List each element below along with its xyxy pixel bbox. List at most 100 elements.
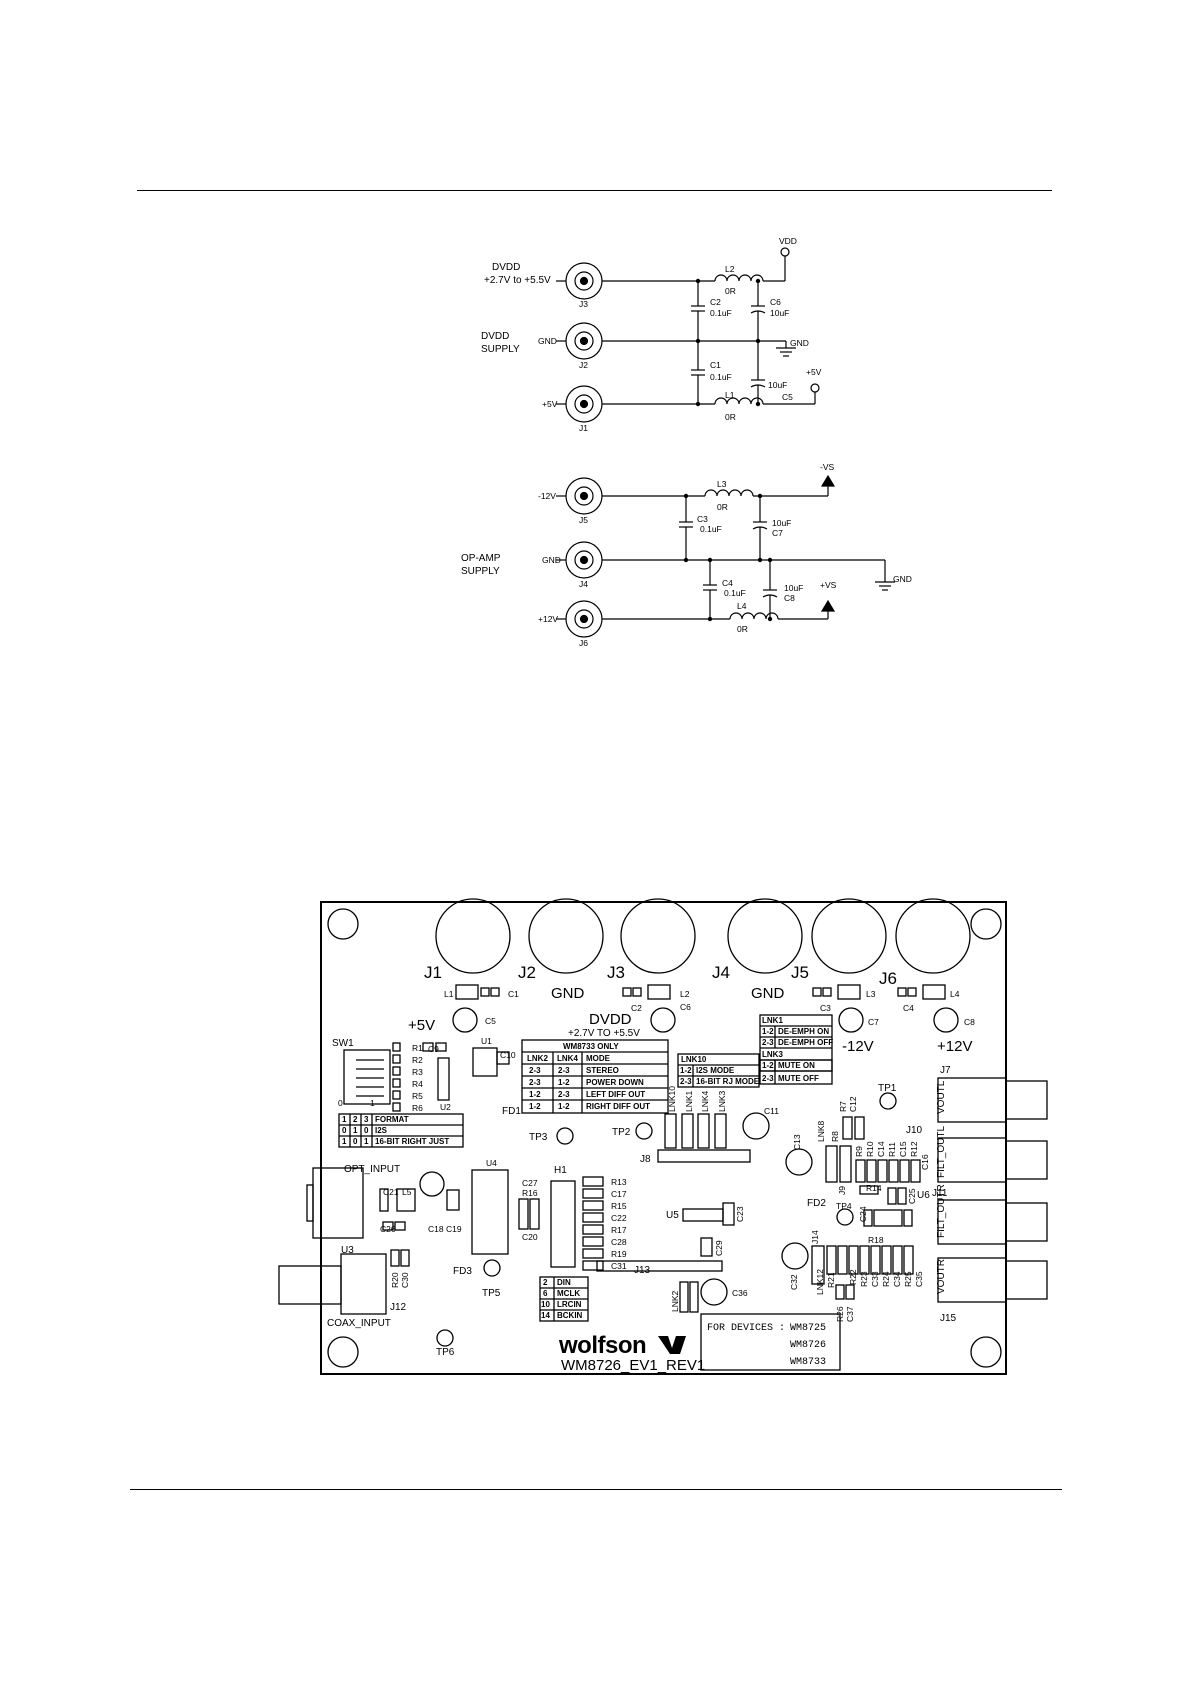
part-r12: R12	[909, 1141, 919, 1157]
j1-label: J1	[579, 423, 588, 433]
part-c4: C4	[903, 1003, 914, 1013]
part-lnk3: LNK3	[717, 1090, 727, 1112]
part-tp3: TP3	[529, 1132, 548, 1143]
c4-value: 0.1uF	[724, 588, 746, 598]
footer-rule	[130, 1489, 1062, 1490]
part-c17: C17	[611, 1189, 627, 1199]
jack-j2-label: J2	[518, 963, 536, 982]
lnk3-r1-link: 2-3	[762, 1074, 774, 1083]
part-r19: R19	[611, 1249, 627, 1259]
jack-j1-outline	[435, 898, 511, 974]
opamp-word2: SUPPLY	[461, 566, 500, 577]
plus12-board-label: +12V	[937, 1038, 972, 1055]
part-r8: R8	[830, 1131, 840, 1142]
part-c22: C22	[611, 1213, 627, 1223]
part-u4: U4	[486, 1158, 497, 1168]
part-c20: C20	[522, 1232, 538, 1242]
part-c10: C10	[500, 1050, 516, 1060]
part-sw1: SW1	[332, 1038, 354, 1049]
plus5-in-label: +5V	[542, 399, 558, 409]
part-u3: U3	[341, 1245, 354, 1256]
wolfson-logo-mark	[658, 1336, 686, 1354]
l2-label: L2	[725, 264, 735, 274]
plus5-board-label: +5V	[408, 1017, 435, 1034]
wm8733-r2-lnk2: 1-2	[529, 1090, 541, 1099]
part-l1: L1	[444, 989, 454, 999]
plus12-in-label: +12V	[538, 614, 558, 624]
part-c25: C25	[907, 1188, 917, 1204]
pin-r0-sig: DIN	[557, 1278, 571, 1287]
part-lnk1: LNK1	[684, 1090, 694, 1112]
fmt-r2-c3: 16-BIT RIGHT JUST	[375, 1137, 449, 1146]
c2-value: 0.1uF	[710, 308, 732, 318]
fmt-r0-c1: 2	[353, 1115, 358, 1124]
jack-j6-label: J6	[879, 969, 897, 988]
part-r14: R14	[866, 1183, 882, 1193]
part-opt-input: OPT_INPUT	[344, 1164, 400, 1175]
wm8733-r1-mode: POWER DOWN	[586, 1078, 644, 1087]
fmt-r1-c2: 0	[364, 1126, 369, 1135]
sw-off-mark: 0	[338, 1098, 343, 1108]
c3-label: C3	[697, 514, 708, 524]
header-rule	[137, 190, 1052, 191]
part-c24: C24	[858, 1206, 868, 1222]
part-c16: C16	[920, 1154, 930, 1170]
c4-label: C4	[722, 578, 733, 588]
part-l4: L4	[950, 989, 960, 999]
part-r11: R11	[887, 1142, 897, 1157]
wm8733-r2-lnk4: 2-3	[558, 1090, 570, 1099]
c8-label: C8	[784, 593, 795, 603]
wm8733-h-lnk2: LNK2	[527, 1054, 548, 1063]
pin-r3-num: 14	[541, 1311, 550, 1320]
vdd-label: VDD	[779, 236, 797, 246]
part-c29: C29	[714, 1240, 724, 1256]
jack-j6-outline	[895, 898, 971, 974]
part-j11: J11	[932, 1188, 948, 1199]
part-coax-input: COAX_INPUT	[327, 1318, 391, 1329]
wm8733-r3-lnk4: 1-2	[558, 1102, 570, 1111]
part-j8: J8	[640, 1154, 651, 1165]
connector-j4	[565, 541, 603, 579]
part-j9: J9	[837, 1186, 847, 1195]
gnd-out-label-2: GND	[893, 574, 912, 584]
part-r17: R17	[611, 1225, 627, 1235]
lnk1-r0-link: 1-2	[762, 1027, 774, 1036]
part-c30: C30	[400, 1272, 410, 1288]
jack-j5-outline	[811, 898, 887, 974]
jack-j5-label: J5	[791, 963, 809, 982]
plus5-out-label: +5V	[806, 367, 822, 377]
fmt-r1-c3: I2S	[375, 1126, 388, 1135]
power-supply-schematic: DVDD +2.7V to +5.5V DVDD SUPPLY GND +5V …	[461, 236, 912, 648]
part-tp1: TP1	[878, 1083, 897, 1094]
part-j15: J15	[940, 1313, 957, 1324]
part-c32: C32	[789, 1274, 799, 1290]
c3-value: 0.1uF	[700, 524, 722, 534]
jack-j3-outline	[620, 898, 696, 974]
out-jack-j10	[937, 1137, 1048, 1183]
l4-value: 0R	[737, 624, 748, 634]
fmt-r2-c0: 1	[342, 1137, 347, 1146]
label-filt-outr: FILT_OUTR	[936, 1184, 947, 1238]
dvdd-range: +2.7V to +5.5V	[484, 275, 551, 286]
part-c14: C14	[876, 1141, 886, 1157]
lnk3-r0-mode: MUTE ON	[778, 1061, 815, 1070]
c5-value: 10uF	[768, 380, 787, 390]
l3-value: 0R	[717, 502, 728, 512]
part-r1: R1	[412, 1043, 423, 1053]
fmt-r0-c3: FORMAT	[375, 1115, 409, 1124]
part-c36: C36	[732, 1288, 748, 1298]
part-c2: C2	[631, 1003, 642, 1013]
j4-label: J4	[579, 579, 588, 589]
part-c15: C15	[898, 1141, 908, 1157]
part-c19: C19	[446, 1224, 462, 1234]
c6-label: C6	[770, 297, 781, 307]
part-c21: C21	[383, 1187, 399, 1197]
jack-gnd-b: GND	[751, 985, 785, 1002]
part-c12: C12	[848, 1096, 858, 1112]
label-voutl: VOUTL	[936, 1080, 947, 1114]
part-tp4: TP4	[836, 1201, 852, 1211]
part-c5: C5	[485, 1016, 496, 1026]
c1-value: 0.1uF	[710, 372, 732, 382]
part-r22: R22	[848, 1269, 858, 1285]
part-r7: R7	[838, 1101, 848, 1112]
